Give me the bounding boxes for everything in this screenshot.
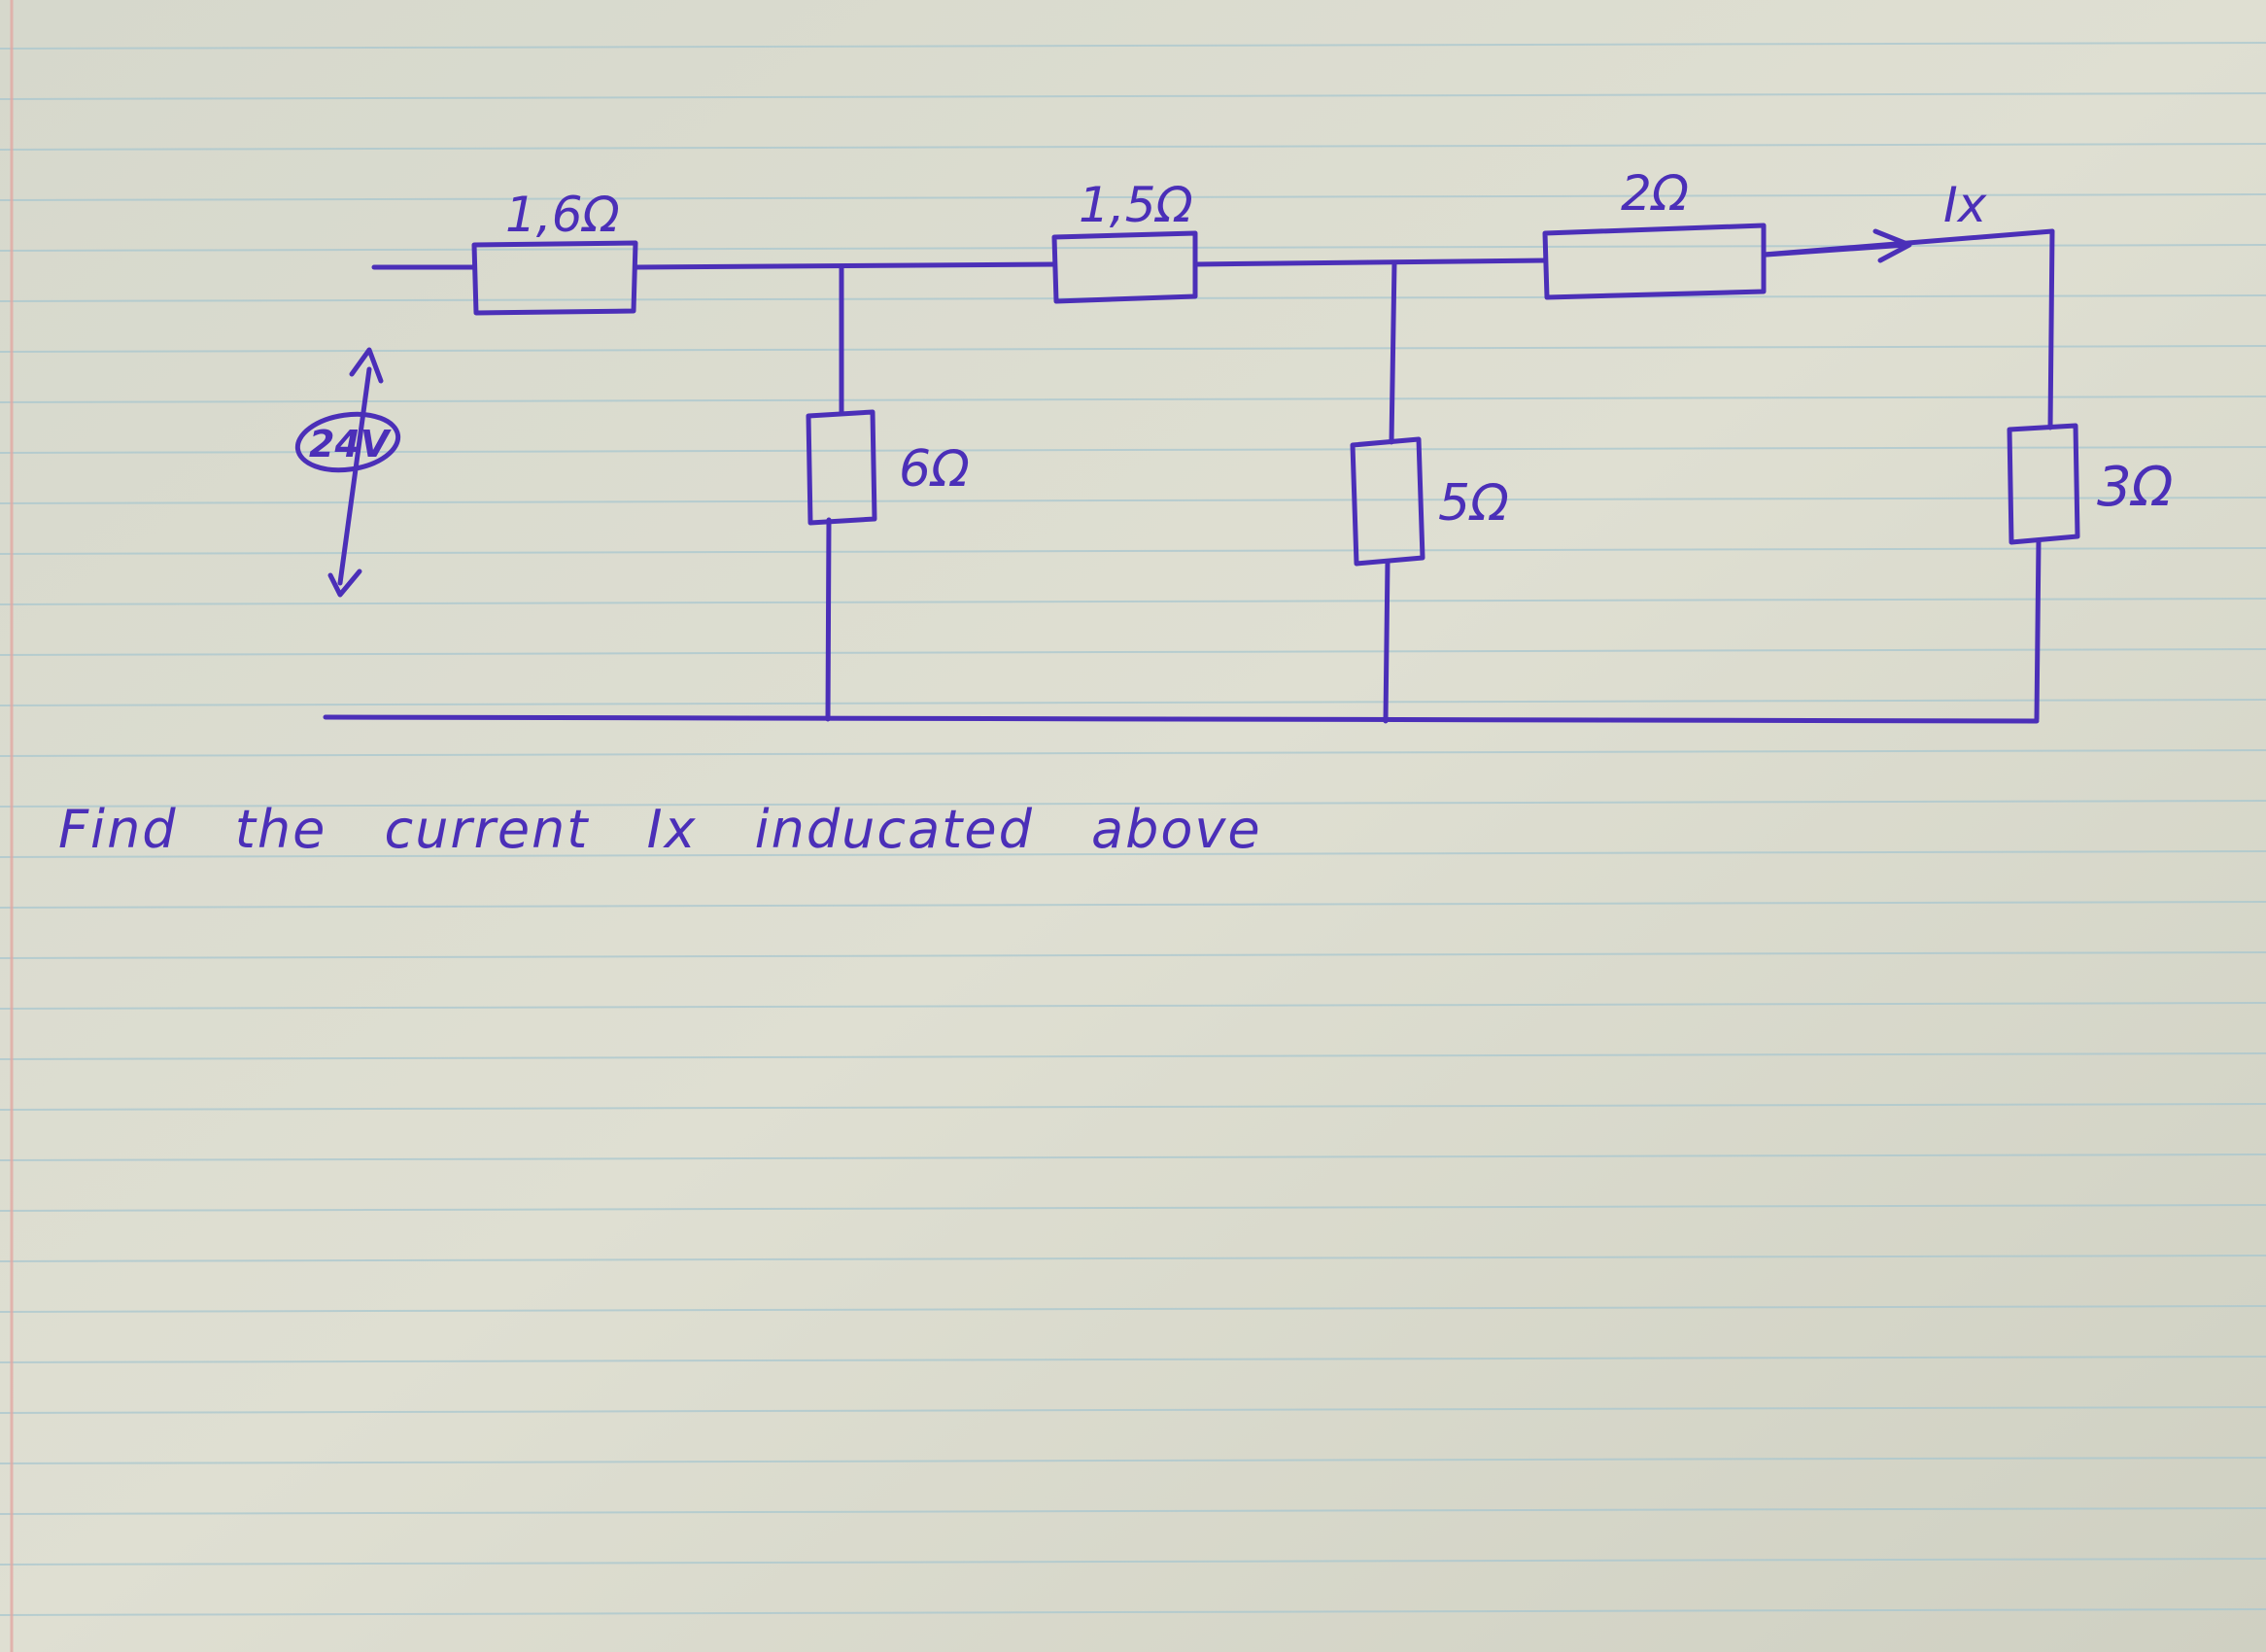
wire-branch-5-bottom xyxy=(1383,559,1390,724)
current-label: Ix xyxy=(1943,177,1987,233)
resistor-r6-label: 3Ω xyxy=(2097,456,2174,519)
question-text: Find the current Ix inducated above xyxy=(58,799,1262,860)
ruled-lines xyxy=(0,42,2266,1616)
wire-right-down-top xyxy=(2047,228,2055,430)
voltage-arrow-up-head xyxy=(349,347,384,384)
resistor-r6-body xyxy=(2007,423,2080,545)
current-arrow-line xyxy=(1764,242,1909,258)
voltage-source-circle xyxy=(294,411,401,473)
wire-bottom xyxy=(323,714,2040,724)
voltage-source-label: 24V xyxy=(309,423,392,465)
wire-right-down-bottom xyxy=(2034,537,2042,722)
current-arrow-head xyxy=(1872,228,1912,263)
wire-top-r2-r3 xyxy=(1192,258,1548,267)
resistor-r4-body xyxy=(806,409,877,526)
resistor-r1-label: 1,6Ω xyxy=(505,187,620,243)
resistor-r4-label: 6Ω xyxy=(899,440,970,499)
resistor-r2-body xyxy=(1051,230,1198,304)
resistor-r1-body xyxy=(471,240,638,316)
voltage-arrow-down-head xyxy=(327,568,362,598)
voltage-arrow-line xyxy=(337,366,372,586)
resistor-r3-label: 2Ω xyxy=(1621,165,1689,222)
wire-branch-6-bottom xyxy=(825,517,832,722)
resistor-r5-label: 5Ω xyxy=(1438,474,1509,533)
wire-branch-5-top xyxy=(1389,259,1397,445)
resistor-r3-body xyxy=(1542,223,1767,300)
resistor-r5-body xyxy=(1350,436,1425,567)
wire-top-r1-r2 xyxy=(633,261,1057,270)
resistor-r2-label: 1,5Ω xyxy=(1079,177,1193,233)
